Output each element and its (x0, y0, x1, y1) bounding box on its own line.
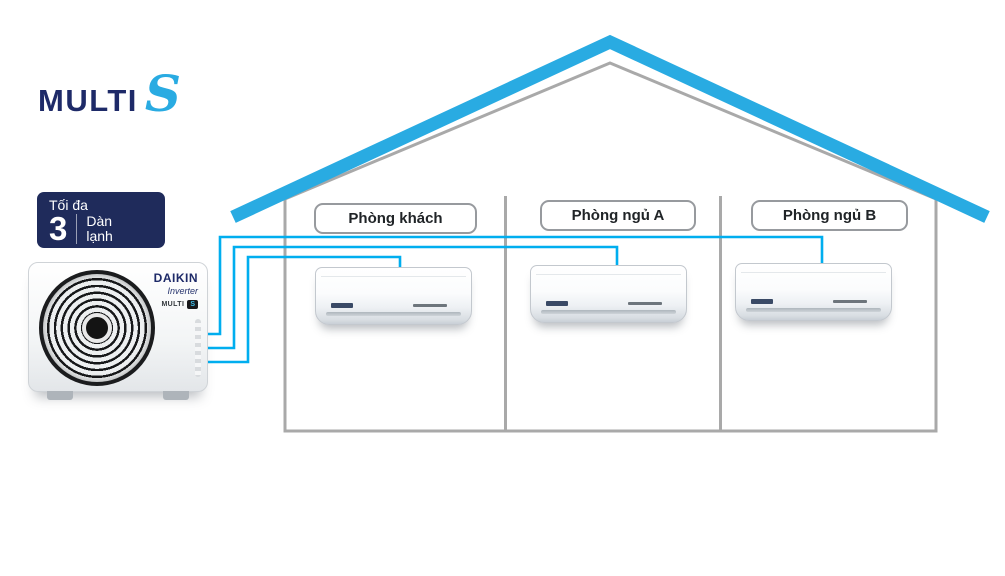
roof (230, 34, 990, 223)
multi-s-logo: MULTI S (38, 64, 182, 123)
outdoor-unit-foot-left (47, 391, 73, 400)
capacity-unit: Dàn lạnh (76, 212, 113, 244)
series-multi-text: MULTI (161, 301, 185, 308)
outdoor-unit-foot-right (163, 391, 189, 400)
indoor-unit-bedroom-a (530, 265, 687, 323)
capacity-prefix: Tối đa (49, 197, 88, 213)
room-label-bedroom-a: Phòng ngủ A (540, 200, 696, 231)
indoor-unit-living-room (315, 267, 472, 325)
capacity-badge: Tối đa 3 Dàn lạnh (37, 192, 165, 248)
indoor-unit-display-slit (833, 300, 867, 303)
indoor-unit-ridge (321, 276, 466, 277)
indoor-unit-vent-flap (541, 310, 676, 314)
logo-s-text: S (144, 64, 182, 123)
series-s-badge: S (187, 300, 198, 309)
capacity-number: 3 (49, 210, 68, 248)
logo-multi-text: MULTI (38, 83, 138, 118)
indoor-unit-logo-sticker (331, 303, 353, 308)
indoor-unit-vent-flap (746, 308, 881, 312)
capacity-unit-top: Dàn (86, 212, 113, 229)
side-vent (195, 319, 201, 377)
pipe-living-room (204, 255, 402, 364)
capacity-row: 3 Dàn lạnh (49, 212, 153, 245)
indoor-unit-logo-sticker (751, 299, 773, 304)
indoor-unit-ridge (536, 274, 681, 275)
inverter-label: Inverter (167, 286, 198, 296)
pipe-bedroom-b (204, 235, 824, 336)
fan-hub (82, 313, 112, 343)
room-label-bedroom-b: Phòng ngủ B (751, 200, 908, 231)
indoor-unit-display-slit (413, 304, 447, 307)
capacity-unit-bottom: lạnh (86, 227, 113, 244)
indoor-unit-display-slit (628, 302, 662, 305)
indoor-unit-logo-sticker (546, 301, 568, 306)
pipe-bedroom-a (204, 245, 619, 350)
indoor-unit-vent-flap (326, 312, 461, 316)
fan-grille-icon (39, 270, 155, 386)
series-label: MULTI S (161, 300, 198, 309)
indoor-unit-ridge (741, 272, 886, 273)
indoor-unit-bedroom-b (735, 263, 892, 321)
outdoor-unit: DAIKIN Inverter MULTI S (28, 262, 208, 400)
daikin-logo: DAIKIN (153, 271, 198, 285)
room-label-living-room: Phòng khách (314, 203, 477, 234)
